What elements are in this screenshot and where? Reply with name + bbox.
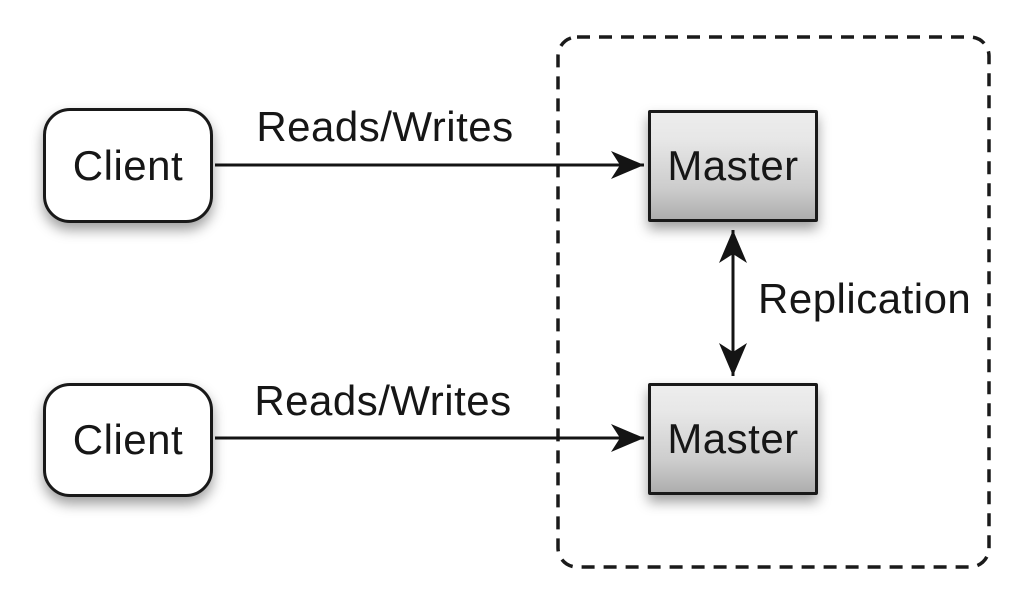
replication-label: Replication — [758, 275, 972, 322]
master-node-bottom-label: Master — [667, 415, 799, 462]
master-node-top: Master — [648, 110, 818, 222]
reads-writes-label-top: Reads/Writes — [256, 103, 514, 150]
client-node-bottom: Client — [43, 383, 213, 497]
client-node-bottom-label: Client — [72, 416, 184, 463]
master-node-top-label: Master — [667, 142, 799, 189]
client-node-top: Client — [43, 108, 213, 223]
master-node-bottom: Master — [648, 383, 818, 495]
client-node-top-label: Client — [72, 141, 184, 189]
reads-writes-label-bottom: Reads/Writes — [254, 377, 512, 424]
